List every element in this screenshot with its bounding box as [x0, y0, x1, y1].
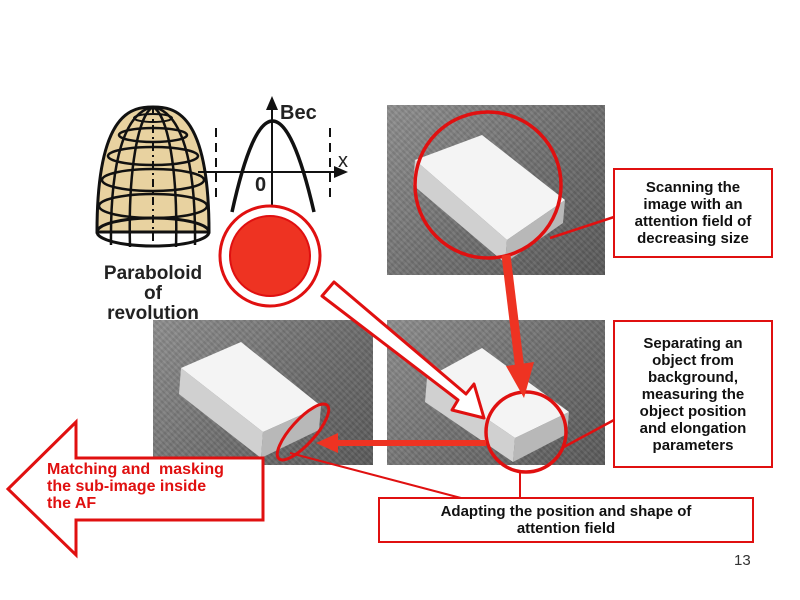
callout-scanning-line: attention field of	[635, 213, 752, 230]
matching-label-line: the AF	[47, 495, 261, 512]
page-number: 13	[734, 552, 751, 569]
box-scanning	[387, 105, 605, 275]
callout-separating-line: Separating an	[640, 335, 747, 352]
axis-zero-label: 0	[255, 174, 266, 197]
box-separating	[387, 320, 605, 465]
callout-adapting: Adapting the position and shape of atten…	[378, 497, 754, 543]
matching-label-line: the sub-image inside	[47, 478, 261, 495]
photo-separating	[387, 320, 605, 465]
callout-separating-line: object from	[640, 352, 747, 369]
callout-separating-line: background,	[640, 369, 747, 386]
callout-adapting-line: Adapting the position and shape of	[441, 503, 692, 520]
callout-separating-line: measuring the	[640, 386, 747, 403]
matching-label: Matching and masking the sub-image insid…	[47, 461, 261, 512]
callout-adapting-line: attention field	[441, 520, 692, 537]
axis-x-label: x	[338, 150, 348, 173]
callout-scanning-line: Scanning the	[635, 179, 752, 196]
axis-y-label: Bec	[280, 102, 317, 125]
photo-scanning	[387, 105, 605, 275]
callout-scanning-line: decreasing size	[635, 230, 752, 247]
paraboloid-label-line: of	[82, 284, 224, 304]
paraboloid-label-line: revolution	[82, 304, 224, 324]
callout-scanning-line: image with an	[635, 196, 752, 213]
callout-separating-line: parameters	[640, 437, 747, 454]
paraboloid-label: Paraboloid of revolution	[82, 264, 224, 324]
attention-field-disk	[220, 206, 320, 306]
callout-scanning: Scanning the image with an attention fie…	[613, 168, 773, 258]
parabola-plot	[198, 96, 348, 230]
callout-separating-line: and elongation	[640, 420, 747, 437]
box-matching	[153, 320, 373, 465]
paraboloid-label-line: Paraboloid	[82, 264, 224, 284]
paraboloid-figure	[97, 107, 209, 248]
matching-label-line: Matching and masking	[47, 461, 261, 478]
callout-separating: Separating an object from background, me…	[613, 320, 773, 468]
photo-matching	[153, 320, 373, 465]
callout-separating-line: object position	[640, 403, 747, 420]
